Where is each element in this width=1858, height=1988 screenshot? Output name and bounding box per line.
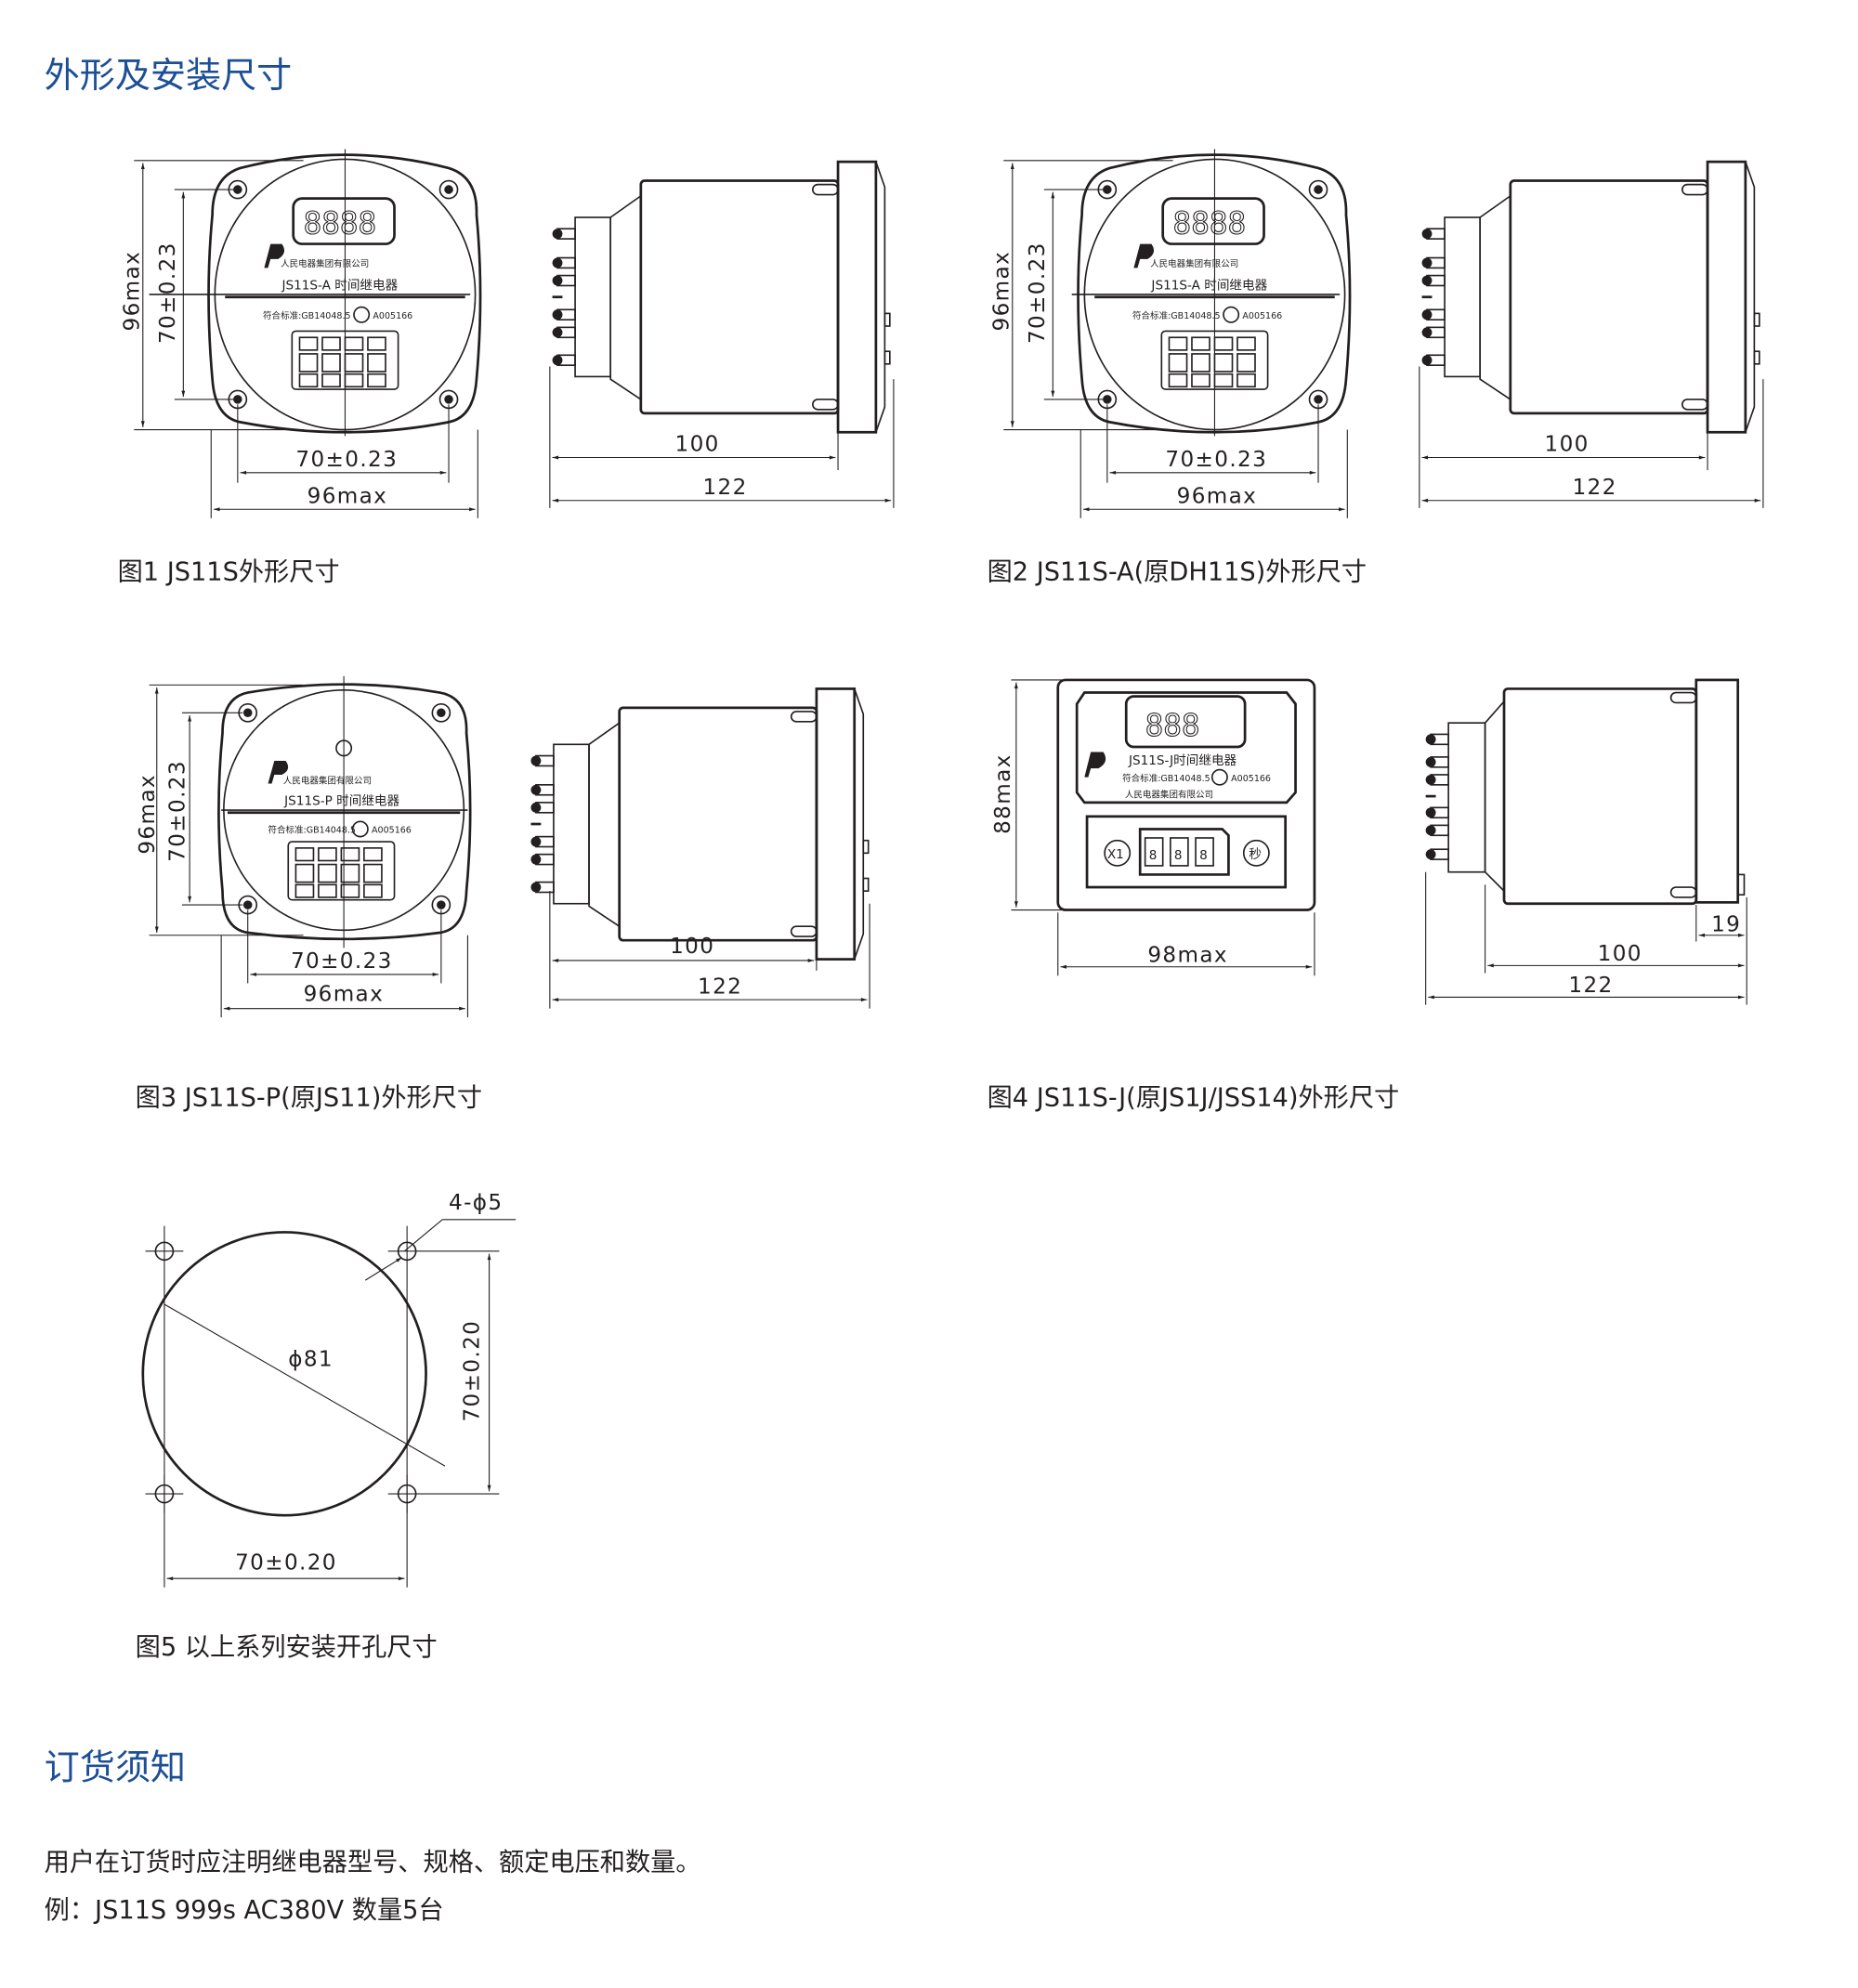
figure-4: 888 JS11S-J时间继电器 符合标准:GB14048.5 A005166 …	[988, 678, 1747, 1112]
dim-flange: 19	[1711, 913, 1741, 937]
ccc-mark-icon	[353, 306, 371, 323]
front-view: 8888 人民电器集团有限公司 JS11S-A 时间继电器 符合标准:GB140…	[121, 149, 482, 518]
dial-digit: 8	[1174, 848, 1183, 863]
dim-height: 88max	[991, 753, 1015, 834]
dim-hole-h: 70±0.23	[1165, 448, 1267, 472]
dim-total-depth: 122	[698, 974, 742, 999]
standard-label: 符合标准:GB14048.5	[1122, 773, 1210, 784]
dim-hole-v: 70±0.23	[1026, 242, 1050, 344]
digital-display: 8888	[304, 206, 377, 242]
people-logo-icon	[264, 243, 285, 268]
company-name: 人民电器集团有限公司	[283, 775, 372, 786]
standard-label: 符合标准:GB14048.5	[268, 825, 356, 836]
figure-caption: 图1 JS11S外形尺寸	[118, 557, 340, 586]
dim-height: 96max	[990, 251, 1014, 332]
people-logo-icon	[268, 760, 289, 784]
standard-label: 符合标准:GB14048.5	[263, 310, 351, 321]
dim-total-depth: 122	[1572, 476, 1616, 500]
figure-1: 8888 人民电器集团有限公司 JS11S-A 时间继电器 符合标准:GB140…	[118, 149, 895, 586]
company-name: 人民电器集团有限公司	[1125, 789, 1213, 800]
mounting-holes	[145, 1225, 500, 1588]
dim-hole-h: 70±0.23	[291, 949, 393, 974]
dim-height: 96max	[121, 251, 145, 332]
dim-width: 96max	[1177, 484, 1258, 508]
unit-label: 秒	[1249, 847, 1262, 862]
people-logo-icon	[1084, 752, 1106, 778]
dim-hole-v: 70±0.20	[461, 1320, 485, 1422]
dim-total-depth: 122	[702, 476, 747, 500]
side-view: 19 100 122	[1424, 678, 1747, 1005]
multiplier-label: X1	[1107, 847, 1124, 862]
figure-3: 人民电器集团有限公司 JS11S-P 时间继电器 符合标准:GB14048.5 …	[136, 675, 870, 1112]
dim-width: 98max	[1147, 943, 1228, 967]
diameter-label: ϕ81	[288, 1348, 334, 1372]
figure-caption: 图2 JS11S-A(原DH11S)外形尺寸	[988, 557, 1367, 586]
model-label: JS11S-P 时间继电器	[283, 794, 399, 809]
company-name: 人民电器集团有限公司	[281, 258, 369, 269]
dim-width: 96max	[307, 484, 388, 508]
figure-caption: 图3 JS11S-P(原JS11)外形尺寸	[136, 1083, 482, 1112]
dim-hole-v: 70±0.23	[166, 760, 190, 862]
dim-width: 96max	[304, 982, 385, 1006]
digital-display: 888	[1145, 708, 1200, 743]
model-label: JS11S-J时间继电器	[1128, 753, 1237, 768]
model-label: JS11S-A 时间继电器	[281, 279, 398, 294]
indicator-led	[335, 739, 353, 757]
cutout-circle	[141, 1231, 427, 1517]
cert-number: A005166	[372, 826, 412, 836]
thumbwheel-dial	[287, 841, 396, 901]
dim-total-depth: 122	[1568, 974, 1613, 998]
dim-depth: 100	[1545, 433, 1590, 457]
section-title-dimensions: 外形及安装尺寸	[45, 55, 293, 96]
order-instructions: 用户在订货时应注明继电器型号、规格、额定电压和数量。	[45, 1848, 701, 1877]
hole-spec: 4-ϕ5	[449, 1191, 503, 1215]
side-view: 100 122	[549, 162, 895, 508]
thumbwheel-dial	[291, 330, 399, 390]
dial-digit: 8	[1199, 848, 1208, 863]
dim-depth: 100	[675, 433, 720, 457]
dim-depth: 100	[1598, 942, 1642, 966]
ccc-mark-icon	[1210, 768, 1228, 786]
ccc-mark-icon	[351, 820, 369, 838]
model-label: JS11S-A 时间继电器	[1150, 279, 1267, 294]
cert-number: A005166	[373, 311, 412, 321]
people-logo-icon	[1133, 243, 1155, 268]
dial-digit: 8	[1149, 848, 1158, 863]
digital-display: 8888	[1173, 206, 1247, 242]
dim-height: 96max	[136, 774, 160, 855]
figure-5: 4-ϕ5 ϕ81 70±0.20 70±0.20 图5 以上系列安装开孔尺寸	[136, 1191, 517, 1662]
figure-caption: 图4 JS11S-J(原JS1J/JSS14)外形尺寸	[988, 1083, 1400, 1112]
dim-hole-h: 70±0.20	[235, 1551, 337, 1576]
figure-caption: 图5 以上系列安装开孔尺寸	[136, 1633, 438, 1662]
cert-number: A005166	[1242, 311, 1282, 321]
dim-hole-v: 70±0.23	[156, 242, 180, 344]
dim-depth: 100	[670, 935, 714, 959]
company-name: 人民电器集团有限公司	[1150, 258, 1238, 269]
cert-number: A005166	[1231, 774, 1271, 784]
figure-2: 8888 人民电器集团有限公司 JS11S-A 时间继电器 符合标准:GB140…	[988, 149, 1764, 586]
order-example: 例：JS11S 999s AC380V 数量5台	[45, 1896, 444, 1925]
ccc-mark-icon	[1223, 306, 1240, 323]
dim-hole-h: 70±0.23	[295, 448, 398, 472]
standard-label: 符合标准:GB14048.5	[1132, 310, 1221, 321]
section-title-ordering: 订货须知	[45, 1747, 186, 1788]
